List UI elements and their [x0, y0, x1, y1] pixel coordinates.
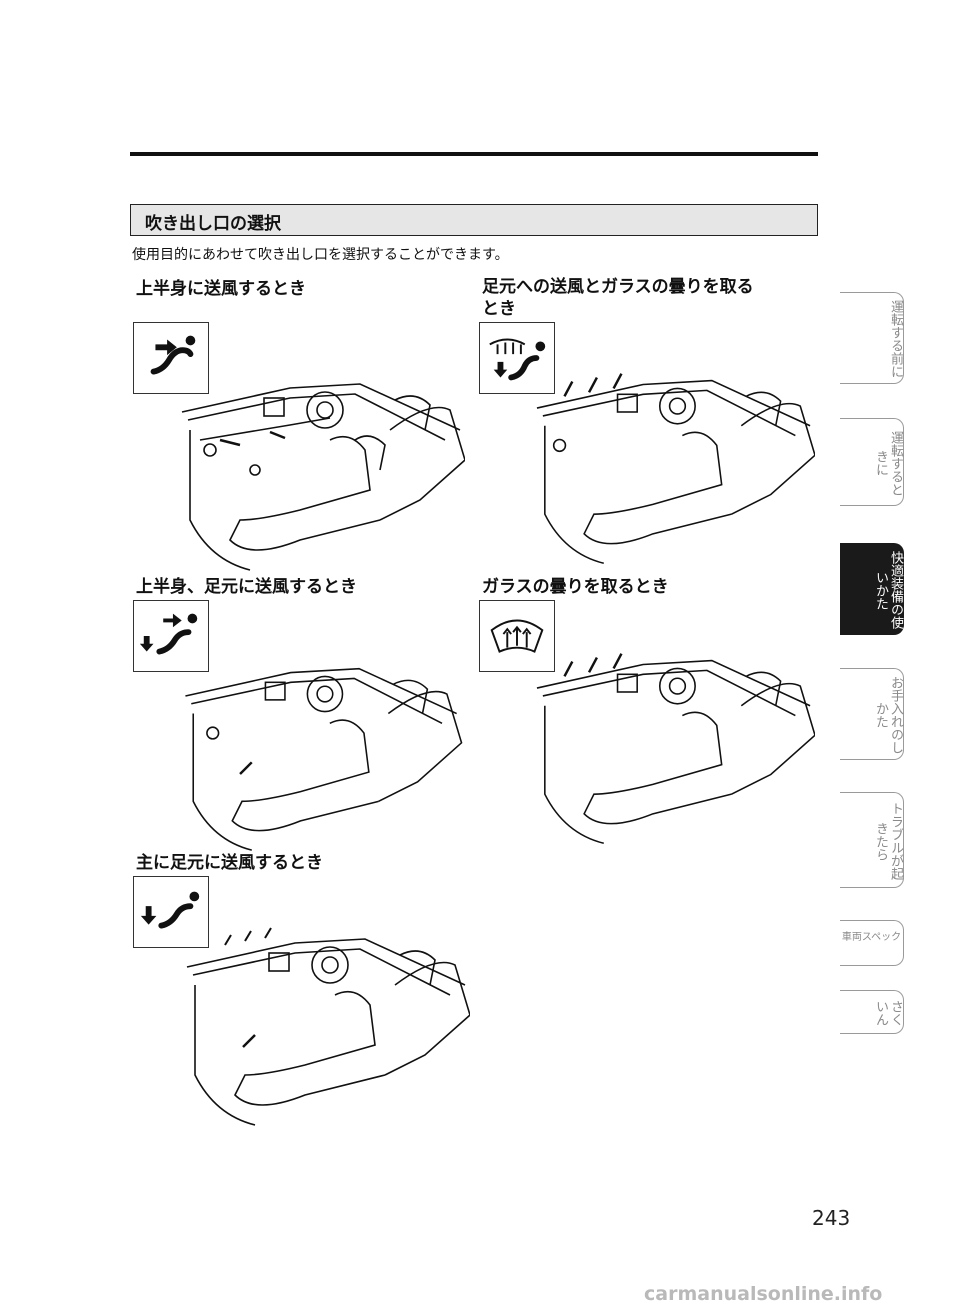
page-number: 243 — [812, 1206, 851, 1230]
bilevel-icon — [133, 600, 209, 672]
car-interior-illustration-4 — [535, 645, 815, 850]
section-title-bar: 吹き出し口の選択 — [130, 204, 818, 236]
tab-vehicle-specs[interactable]: 車両スペック — [840, 920, 904, 966]
tab-comfort-features-label: 快適装備の使いかた — [873, 551, 903, 629]
mode-heading-foot-defrost: 足元への送風とガラスの曇りを取る とき — [482, 276, 754, 320]
mode-heading-defrost: ガラスの曇りを取るとき — [482, 577, 669, 597]
mode-heading-upper-body: 上半身に送風するとき — [136, 279, 306, 299]
foot-vent-icon — [133, 876, 209, 948]
mode-heading-bilevel: 上半身、足元に送風するとき — [136, 577, 357, 597]
mode-heading-foot: 主に足元に送風するとき — [136, 853, 323, 873]
tab-troubleshooting-label: トラブルが起きたら — [873, 802, 903, 880]
tab-maintenance-label: お手入れのしかた — [873, 676, 903, 754]
mode-heading-foot-defrost-text: 足元への送風とガラスの曇りを取る とき — [482, 277, 754, 319]
tab-maintenance[interactable]: お手入れのしかた — [840, 668, 904, 760]
car-interior-illustration-5 — [185, 925, 470, 1130]
tab-while-driving[interactable]: 運転するときに — [840, 418, 904, 506]
header-rule — [130, 152, 818, 156]
car-interior-illustration-3 — [180, 655, 465, 855]
tab-index-label: さくいん — [873, 1000, 903, 1026]
tab-comfort-features[interactable]: 快適装備の使いかた — [840, 543, 904, 635]
foot-defrost-icon — [479, 322, 555, 394]
tab-before-driving[interactable]: 運転する前に — [840, 292, 904, 384]
tab-vehicle-specs-label: 車両スペック — [841, 932, 902, 943]
tab-troubleshooting[interactable]: トラブルが起きたら — [840, 792, 904, 888]
car-interior-illustration — [180, 370, 465, 575]
tab-before-driving-label: 運転する前に — [888, 300, 903, 378]
face-vent-icon — [133, 322, 209, 394]
watermark: carmanualsonline.info — [644, 1283, 883, 1305]
defrost-icon — [479, 600, 555, 672]
car-interior-illustration-2 — [535, 365, 815, 570]
tab-index[interactable]: さくいん — [840, 990, 904, 1034]
section-intro: 使用目的にあわせて吹き出し口を選択することができます。 — [132, 247, 509, 263]
tab-while-driving-label: 運転するときに — [873, 430, 903, 496]
section-title: 吹き出し口の選択 — [145, 214, 281, 234]
